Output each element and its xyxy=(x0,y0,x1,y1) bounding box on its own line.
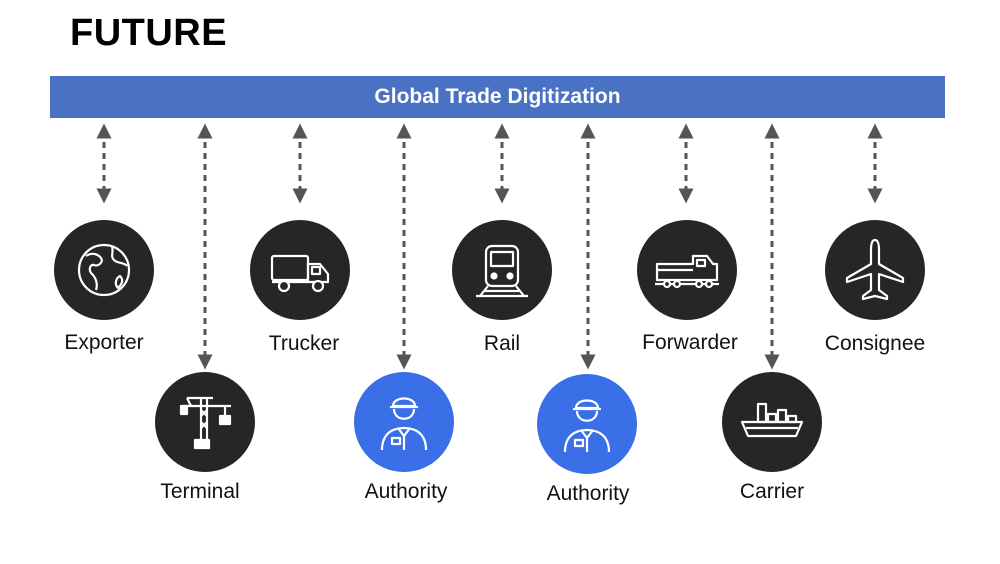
node-authority-1 xyxy=(354,372,454,472)
ship-icon xyxy=(740,402,804,438)
locomotive-icon xyxy=(655,254,719,289)
label-carrier: Carrier xyxy=(739,480,805,503)
node-exporter xyxy=(54,220,154,320)
global-trade-banner: Global Trade Digitization xyxy=(50,76,945,118)
truck-icon xyxy=(270,254,330,293)
node-forwarder xyxy=(637,220,737,320)
label-rail: Rail xyxy=(483,332,521,355)
train-icon xyxy=(476,244,528,298)
crane-icon xyxy=(179,396,232,450)
node-authority-2 xyxy=(537,374,637,474)
officer-icon xyxy=(380,397,428,451)
node-consignee xyxy=(825,220,925,320)
banner-label: Global Trade Digitization xyxy=(374,85,621,108)
node-rail xyxy=(452,220,552,320)
label-exporter: Exporter xyxy=(64,331,144,354)
label-trucker: Trucker xyxy=(268,332,340,355)
officer-icon xyxy=(563,399,611,453)
label-terminal: Terminal xyxy=(160,480,240,503)
label-consignee: Consignee xyxy=(824,332,926,355)
node-trucker xyxy=(250,220,350,320)
airplane-icon xyxy=(845,238,905,301)
label-authority-1: Authority xyxy=(364,480,448,503)
page-title: FUTURE xyxy=(70,12,228,54)
label-authority-2: Authority xyxy=(546,482,630,505)
node-carrier xyxy=(722,372,822,472)
node-terminal xyxy=(155,372,255,472)
globe-icon xyxy=(77,243,131,297)
label-forwarder: Forwarder xyxy=(642,331,738,354)
